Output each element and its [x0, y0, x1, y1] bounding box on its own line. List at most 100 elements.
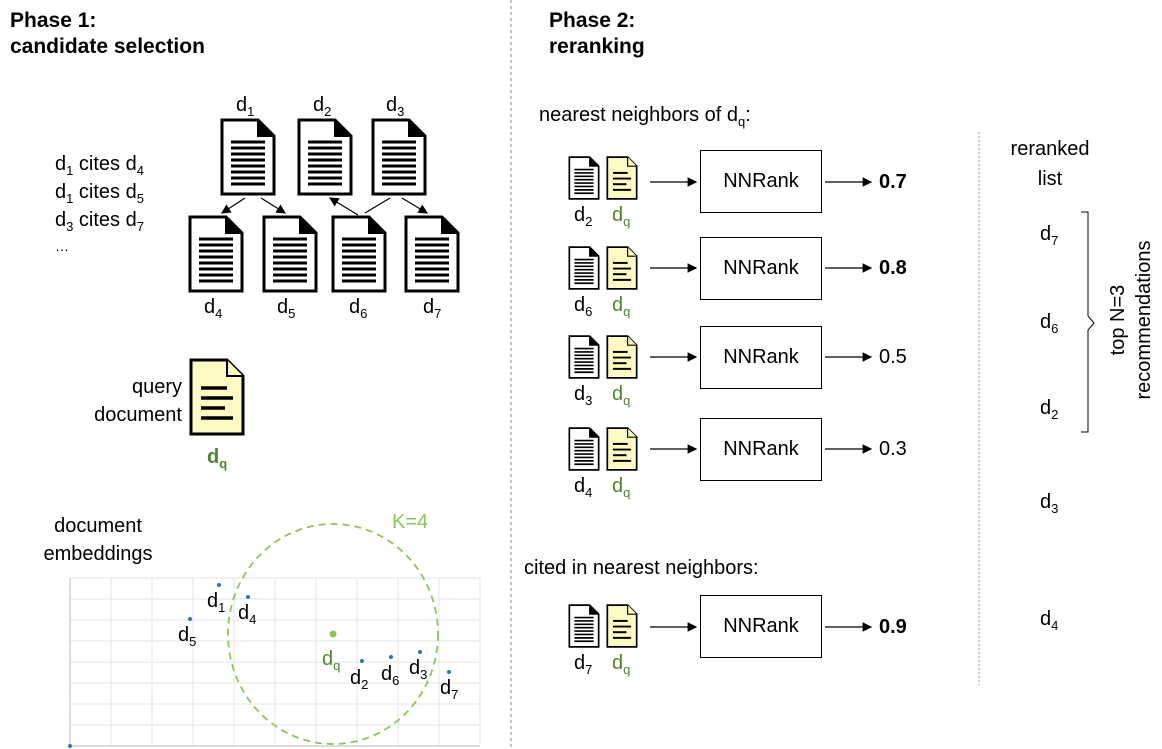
reranked-item: d4 [1040, 608, 1059, 633]
point-label: d7 [440, 677, 459, 702]
query-document-icon [606, 246, 638, 290]
point-d6 [389, 655, 393, 659]
citation-item: d1 cites d4 [55, 153, 144, 178]
citation-ellipsis: … [55, 238, 69, 254]
point-dq [329, 630, 337, 638]
point-label: d6 [381, 663, 400, 688]
rank-score: 0.9 [879, 616, 907, 638]
document-icon [220, 118, 276, 196]
reranked-item: d6 [1040, 311, 1059, 336]
document-icon [331, 215, 387, 293]
arrow-icon [328, 197, 359, 216]
point-label: d5 [178, 624, 197, 649]
nnrank-model-box: NNRank [700, 418, 822, 481]
rank-score: 0.7 [879, 171, 907, 193]
query-document-icon [189, 358, 245, 436]
k-neighborhood-circle [227, 523, 439, 745]
point-label: d4 [238, 602, 257, 627]
phase1-title-line2: candidate selection [10, 35, 205, 58]
reranked-item: d3 [1040, 491, 1059, 516]
query-caption-line2: document [94, 404, 182, 426]
query-document-icon [606, 156, 638, 200]
phase2-title-line2: reranking [549, 35, 645, 58]
document-icon [568, 246, 600, 290]
doc-label: d2 [313, 94, 332, 119]
arrow-icon [364, 197, 391, 214]
top-n-bracket [1081, 211, 1095, 433]
top-n-label: top N=3 recommendations [1105, 200, 1157, 440]
point-d5 [188, 617, 192, 621]
reranked-title: reranked list [1000, 134, 1100, 194]
rank-query-label: dq [612, 652, 631, 677]
nnrank-model-box: NNRank [700, 595, 822, 658]
query-caption-line1: query [131, 376, 182, 398]
top-n-label-line2: recommendations [1133, 240, 1155, 400]
cited-header: cited in nearest neighbors: [524, 557, 759, 579]
citation-list: d1 cites d4 d1 cites d5 d3 cites d7 … [55, 150, 144, 258]
rank-doc-label: d6 [574, 294, 593, 319]
embeddings-title-line2: embeddings [43, 543, 153, 565]
query-document-caption: query document [86, 373, 182, 429]
arrow-icon [260, 197, 287, 214]
doc-label: d6 [349, 296, 368, 321]
rank-query-label: dq [612, 475, 631, 500]
top-n-label-line1: top N=3 [1107, 284, 1129, 356]
rank-score: 0.5 [879, 346, 907, 368]
arrow-icon [220, 197, 246, 214]
rank-doc-label: d7 [574, 652, 593, 677]
phase1-title-line1: Phase 1: [10, 9, 97, 32]
nearest-neighbors-header: nearest neighbors of dq: [539, 104, 751, 129]
document-icon [568, 604, 600, 648]
point-d7 [447, 670, 451, 674]
reranked-title-line2: list [1037, 168, 1063, 190]
arrow-icon [401, 197, 429, 214]
rank-doc-label: d2 [574, 204, 593, 229]
document-icon [188, 215, 244, 293]
document-icon [568, 156, 600, 200]
rank-doc-label: d4 [574, 475, 593, 500]
point-d2 [360, 659, 364, 663]
query-document-icon [606, 335, 638, 379]
query-doc-label: dq [207, 446, 228, 471]
citation-item: d3 cites d7 [55, 209, 144, 234]
embedding-plot [68, 523, 481, 748]
reranked-title-line1: reranked [1010, 138, 1090, 160]
point-label: d2 [350, 667, 369, 692]
embeddings-title-line1: document [54, 515, 142, 537]
document-icon [297, 118, 353, 196]
citation-item: d1 cites d5 [55, 181, 144, 206]
query-document-icon [606, 604, 638, 648]
query-document-icon [606, 427, 638, 471]
document-icon [568, 335, 600, 379]
reranked-item: d7 [1040, 223, 1059, 248]
nnrank-model-box: NNRank [700, 150, 822, 213]
embeddings-title: document embeddings [33, 512, 163, 568]
document-icon [262, 215, 318, 293]
nnrank-model-box: NNRank [700, 237, 822, 300]
doc-label: d3 [386, 94, 405, 119]
document-icon [568, 427, 600, 471]
phase2-title: Phase 2: reranking [549, 8, 645, 60]
phase1-title: Phase 1: candidate selection [10, 8, 205, 60]
nnrank-model-box: NNRank [700, 326, 822, 389]
point-label: d1 [207, 590, 226, 615]
document-icon [404, 215, 460, 293]
doc-label: d5 [277, 296, 296, 321]
point-d1 [217, 583, 221, 587]
rank-doc-label: d3 [574, 383, 593, 408]
reranked-item: d2 [1040, 397, 1059, 422]
point-label: d3 [409, 657, 428, 682]
point-d4 [246, 595, 250, 599]
document-icon [371, 118, 427, 196]
doc-label: d4 [204, 296, 223, 321]
k-label: K=4 [392, 511, 429, 533]
point-d3 [418, 650, 422, 654]
rank-score: 0.8 [879, 257, 907, 279]
rank-query-label: dq [612, 383, 631, 408]
phase2-title-line1: Phase 2: [549, 9, 636, 32]
rank-query-label: dq [612, 204, 631, 229]
rank-score: 0.3 [879, 438, 907, 460]
doc-label: d1 [236, 94, 255, 119]
point-label: dq [322, 648, 341, 673]
